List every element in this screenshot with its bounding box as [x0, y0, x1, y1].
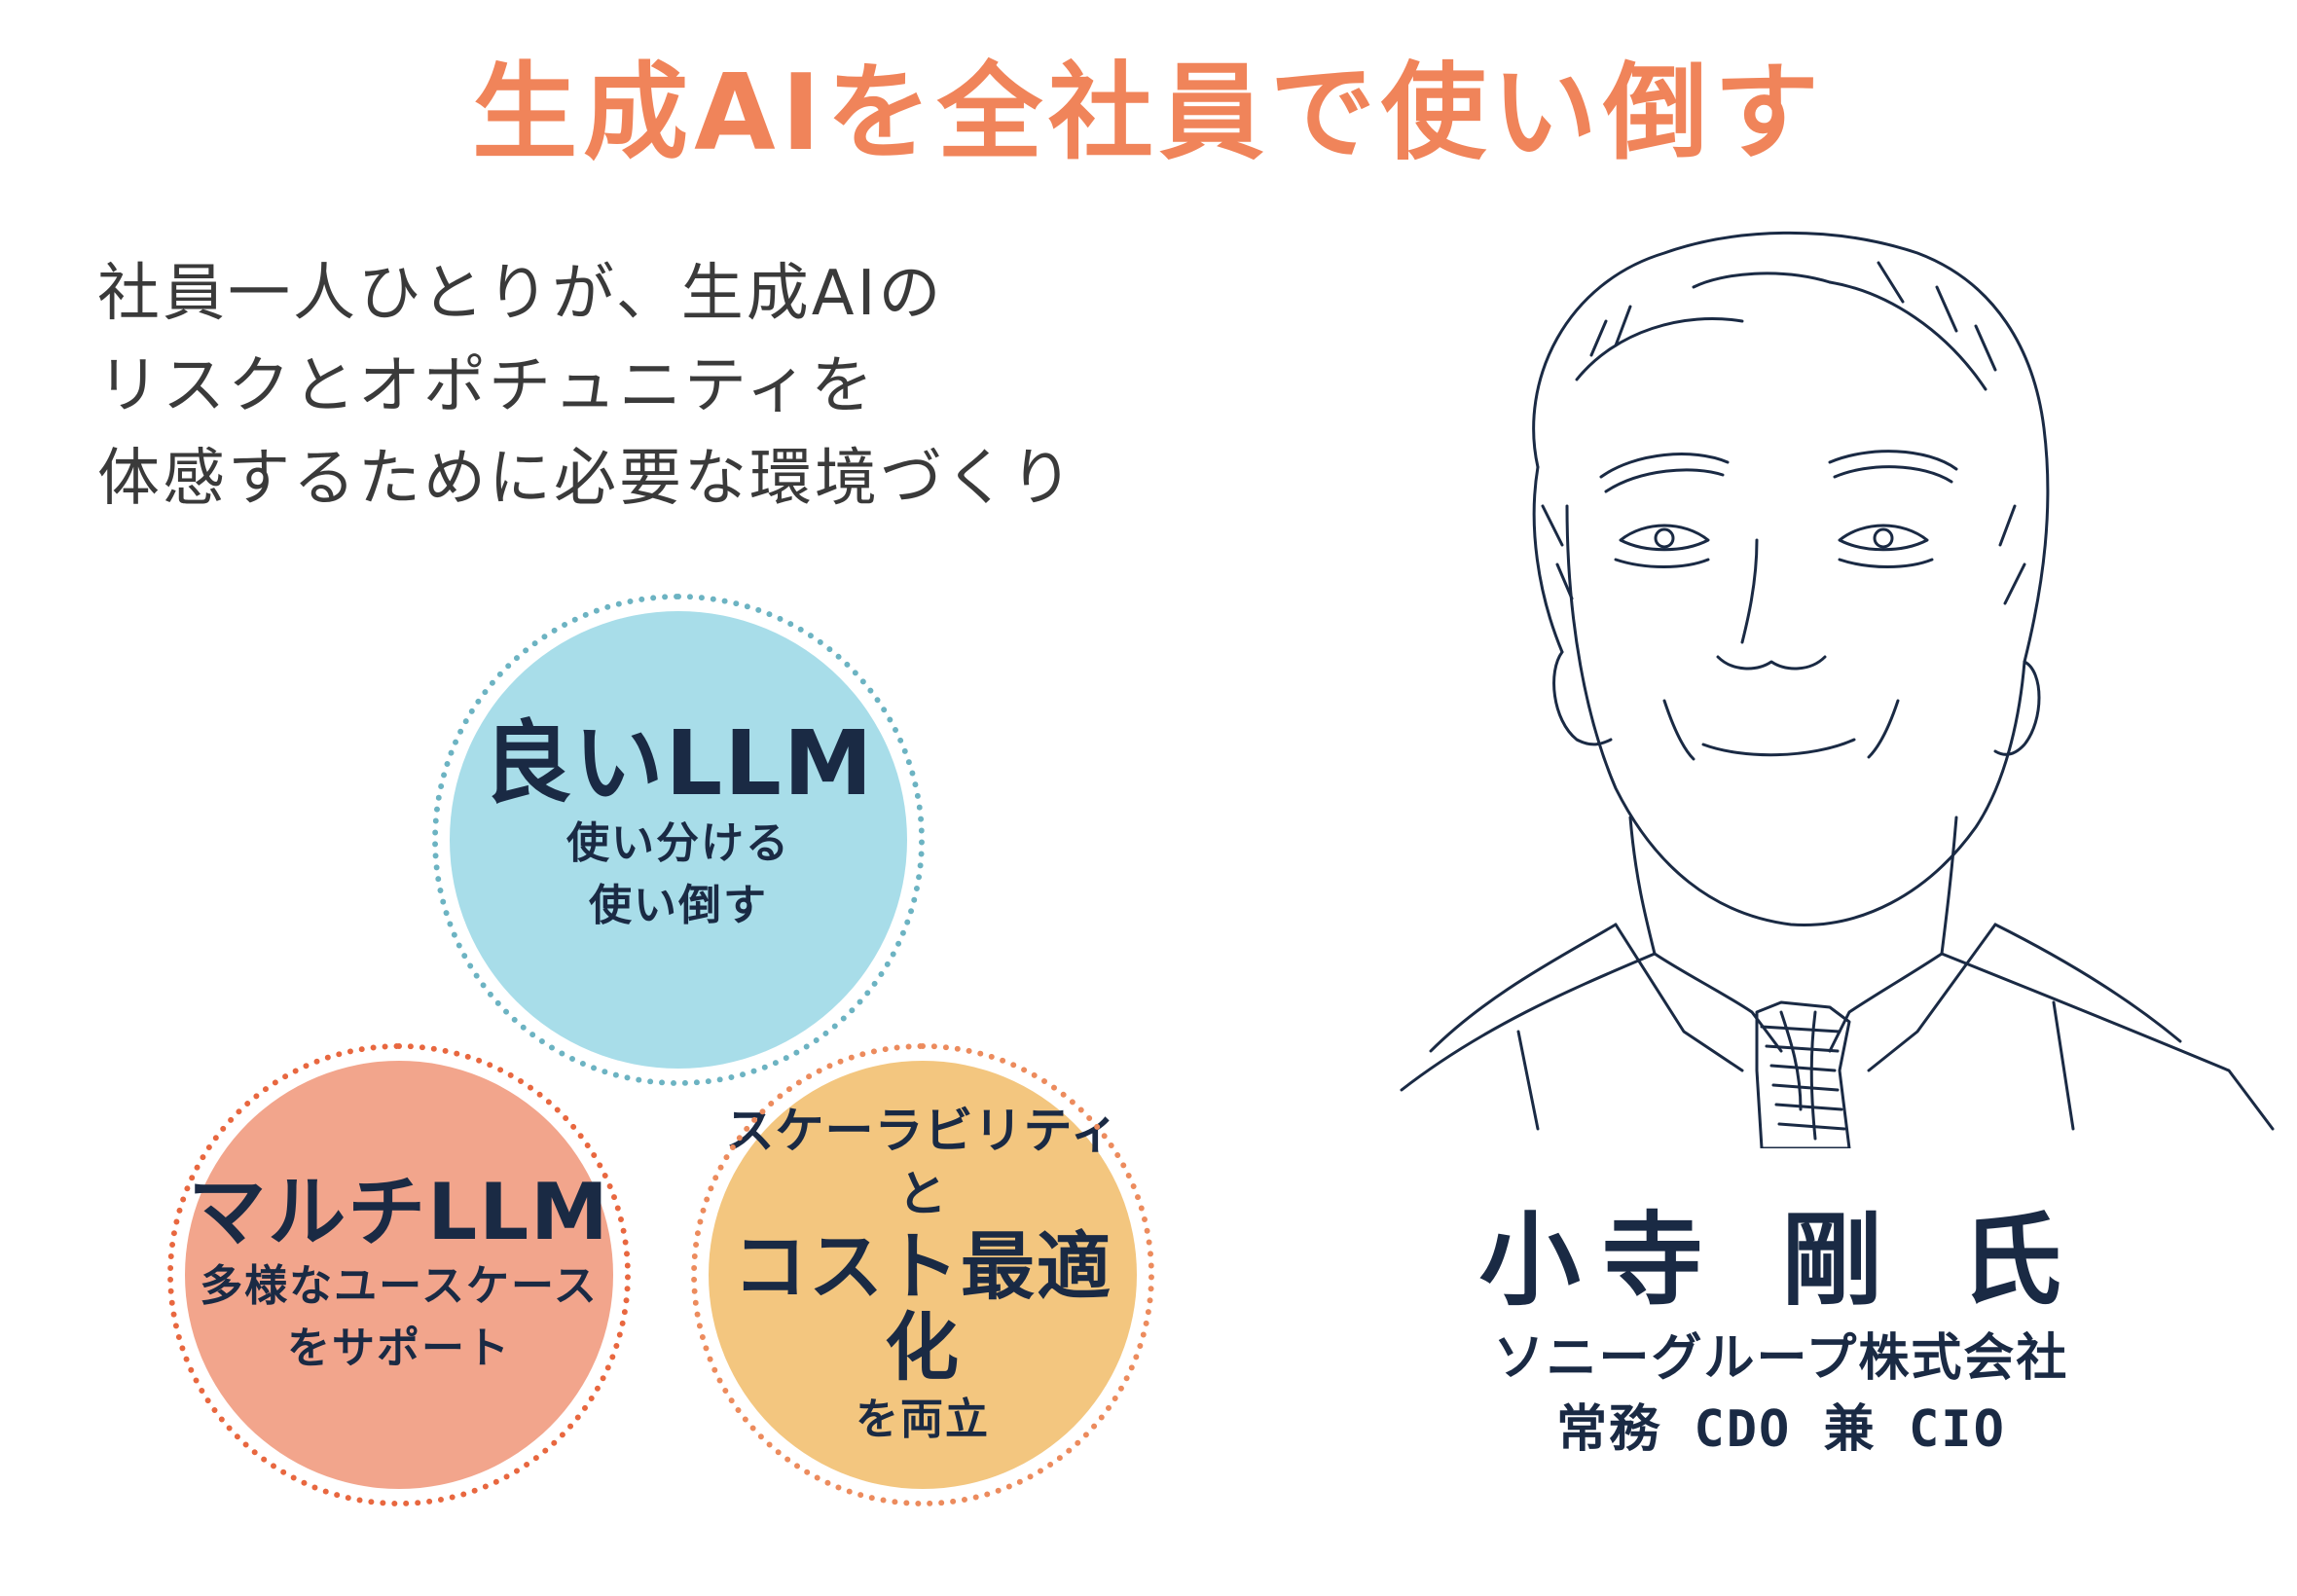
page-title: 生成AIを全社員で使い倒す: [472, 53, 1825, 174]
lead-text: 社員一人ひとりが、生成AIの リスクとオポチュニティを 体感するために必要な環境…: [97, 248, 1076, 526]
multi-llm-circle: マルチLLM 多様なユースケース をサポート: [167, 1043, 631, 1506]
person-name: 小寺 剛 氏: [1478, 1201, 2084, 1320]
person-info: 小寺 剛 氏 ソニーグループ株式会社 常務 CDO 兼 CIO: [1343, 1197, 2219, 1466]
good-llm-circle: 良いLLM 使い分ける 使い倒す: [432, 594, 925, 1086]
person-company: ソニーグループ株式会社: [1493, 1329, 2069, 1388]
portrait-illustration: [1400, 231, 2275, 1148]
cost-ring: [691, 1043, 1154, 1506]
person-role: 常務 CDO 兼 CIO: [1556, 1399, 2006, 1459]
good-llm-ring: [432, 594, 925, 1086]
lead-line-1: 社員一人ひとりが、生成AIの: [97, 258, 944, 330]
lead-line-3: 体感するために必要な環境づくり: [97, 443, 1076, 515]
lead-line-2: リスクとオポチュニティを: [97, 350, 877, 422]
cost-circle: スケーラビリティと コスト最適化 を両立: [691, 1043, 1154, 1506]
multi-llm-ring: [167, 1043, 631, 1506]
